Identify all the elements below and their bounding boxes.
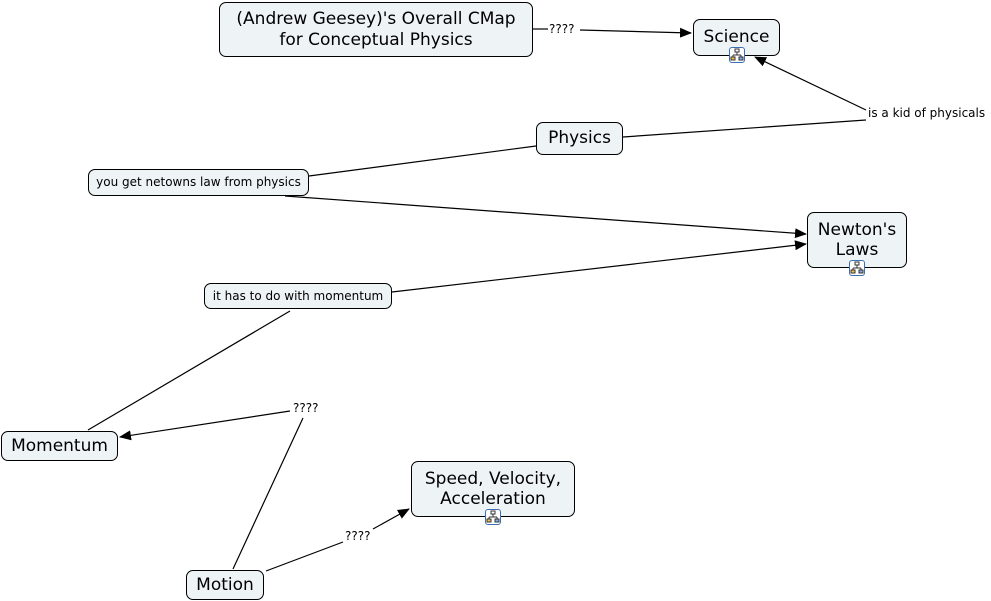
link-phrase-root-to-science[interactable]: ???? (548, 22, 576, 36)
edge-momentumlink-to-newtons (391, 240, 807, 293)
concept-physics[interactable]: Physics (536, 122, 623, 155)
edge-motion-to-q (232, 417, 304, 570)
link-phrase-kid-of[interactable]: is a kid of physicals (867, 106, 987, 120)
edge-physics-to-netowns (308, 145, 537, 177)
edge-q-to-momentum (119, 410, 291, 441)
concept-newtons-laws[interactable]: Newton's Laws (807, 212, 907, 268)
link-phrase-netowns[interactable]: you get netowns law from physics (88, 169, 309, 196)
concept-root[interactable]: (Andrew Geesey)'s Overall CMap for Conce… (219, 2, 533, 57)
concept-momentum[interactable]: Momentum (1, 431, 118, 461)
concept-motion[interactable]: Motion (186, 570, 264, 600)
nested-map-icon[interactable] (849, 260, 865, 276)
edge-label-to-science (579, 27, 692, 38)
edge-motion-to-q2 (265, 541, 344, 572)
link-phrase-motion-to-momentum[interactable]: ???? (292, 401, 320, 415)
edge-physics-to-kidlabel (622, 119, 867, 138)
edge-kidlabel-to-science (754, 56, 867, 111)
edge-q2-to-speed (372, 508, 410, 530)
edge-netowns-to-newtons (284, 195, 807, 239)
link-phrase-momentum[interactable]: it has to do with momentum (204, 283, 392, 309)
nested-map-icon[interactable] (729, 47, 745, 63)
nested-map-icon[interactable] (485, 509, 501, 525)
edge-momentumlink-to-momentum (87, 310, 291, 431)
link-phrase-motion-to-speed[interactable]: ???? (344, 529, 372, 543)
concept-speed-velocity-acceleration[interactable]: Speed, Velocity, Acceleration (411, 461, 575, 517)
